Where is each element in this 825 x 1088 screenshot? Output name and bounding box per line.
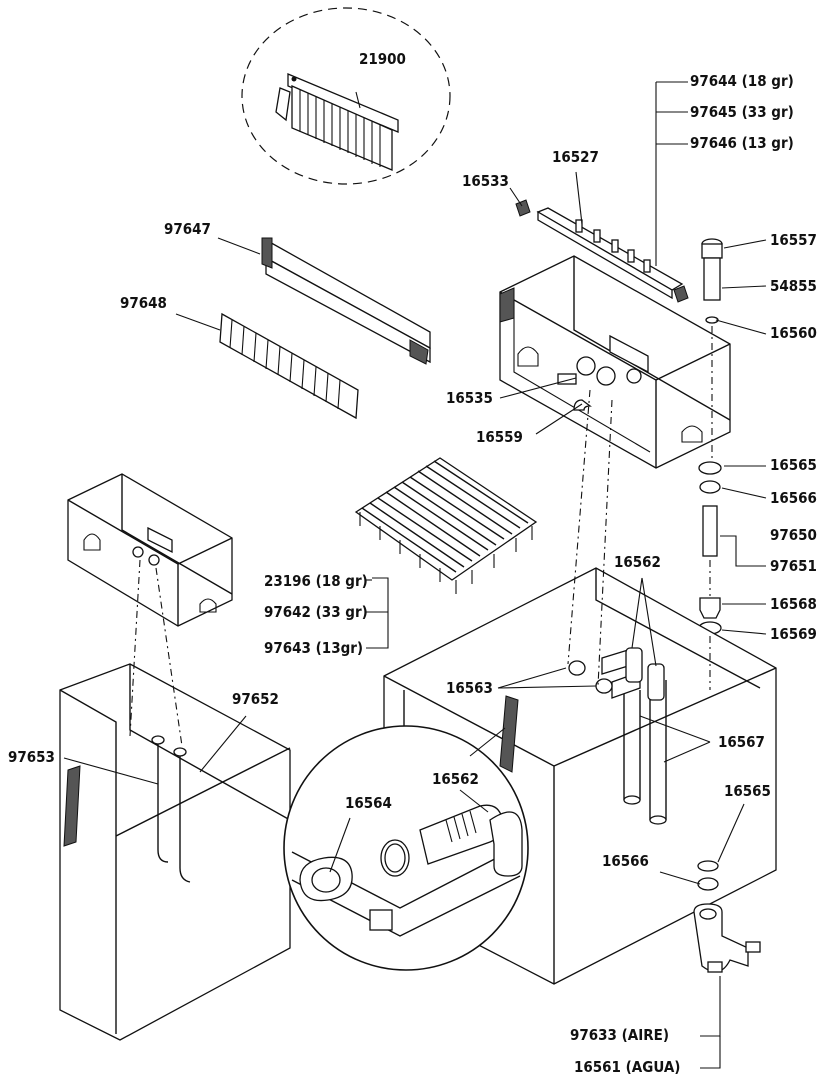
label-97651: 97651	[770, 557, 817, 575]
label-97645: 97645 (33 gr)	[690, 103, 794, 121]
label-97646: 97646 (13 gr)	[690, 134, 794, 152]
label-16560: 16560	[770, 324, 817, 342]
label-97653: 97653	[8, 748, 55, 766]
left-fryer-base	[59, 663, 291, 1041]
upper-right-tank	[499, 255, 731, 469]
part-97648-brush	[219, 312, 359, 420]
label-16563: 16563	[446, 679, 493, 697]
label-16566-bottom: 16566	[602, 852, 649, 870]
label-16562-top: 16562	[614, 553, 661, 571]
detail-circle-21900	[241, 7, 451, 185]
part-16557-thermostat	[701, 238, 723, 324]
label-97644: 97644 (18 gr)	[690, 72, 794, 90]
label-16561: 16561 (AGUA)	[574, 1058, 680, 1076]
label-16568: 16568	[770, 595, 817, 613]
small-left-tank	[67, 473, 233, 627]
label-16562-detail: 16562	[432, 770, 479, 788]
part-97647-support	[261, 237, 431, 365]
part-16527-rail	[515, 199, 689, 303]
label-16567: 16567	[718, 733, 765, 751]
label-16565-top: 16565	[770, 456, 817, 474]
label-16535: 16535	[446, 389, 493, 407]
label-16527: 16527	[552, 148, 599, 166]
detail-circle-16562	[283, 725, 529, 971]
label-97633: 97633 (AIRE)	[570, 1026, 669, 1044]
leader-lines	[63, 81, 767, 1069]
label-97642: 97642 (33 gr)	[264, 603, 368, 621]
part-16561-drain-valve	[693, 860, 761, 973]
label-97648: 97648	[120, 294, 167, 312]
part-23196-grid	[354, 457, 538, 594]
alignment-lines	[129, 326, 713, 757]
right-column-parts	[698, 461, 722, 635]
label-16569: 16569	[770, 625, 817, 643]
label-97643: 97643 (13gr)	[264, 639, 363, 657]
label-16557: 16557	[770, 231, 817, 249]
label-97652: 97652	[232, 690, 279, 708]
label-16559: 16559	[476, 428, 523, 446]
label-97647: 97647	[164, 220, 211, 238]
label-16565-bottom: 16565	[724, 782, 771, 800]
label-23196: 23196 (18 gr)	[264, 572, 368, 590]
label-54855: 54855	[770, 277, 817, 295]
label-97650: 97650	[770, 526, 817, 544]
label-16533: 16533	[462, 172, 509, 190]
label-16564: 16564	[345, 794, 392, 812]
part-labels: 21900 97644 (18 gr) 97645 (33 gr) 97646 …	[8, 50, 817, 1076]
label-21900: 21900	[359, 50, 406, 68]
label-16566-top: 16566	[770, 489, 817, 507]
